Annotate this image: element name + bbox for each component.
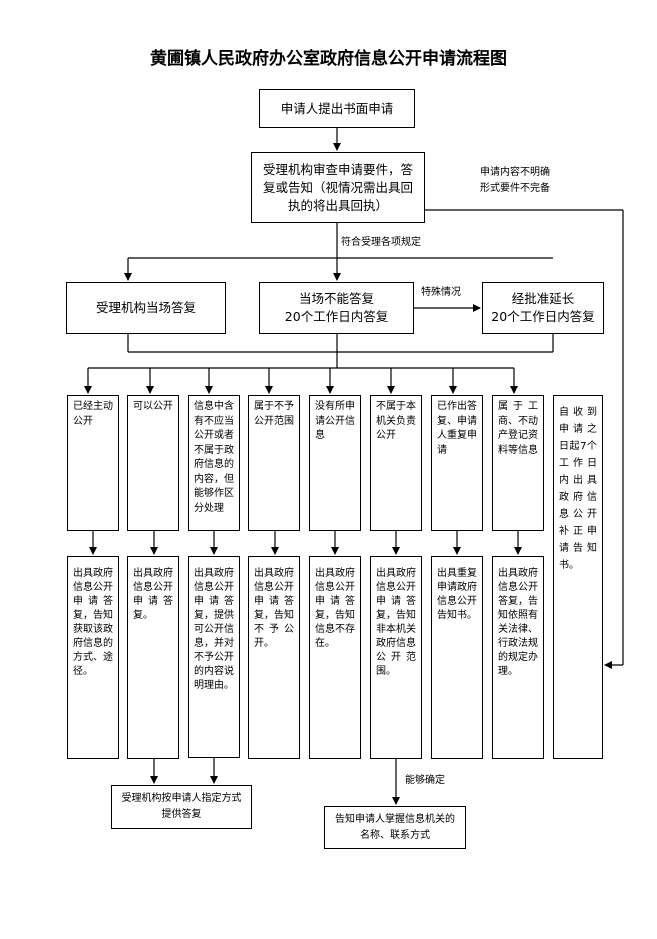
- category-result-text: 出具政府信息公开申请答复。: [133, 568, 173, 621]
- category-type-text: 已作出答复、申请人重复申请: [437, 401, 477, 456]
- provide-reply-box: 受理机构按申请人指定方式提供答复: [111, 785, 252, 829]
- unclear-label-line2: 形式要件不完备: [480, 183, 550, 194]
- inform-agency-text: 告知申请人掌握信息机关的名称、联系方式: [335, 813, 455, 841]
- category-result-text: 出具政府信息公开申请答复，告知非本机关政府信息公开范围。: [376, 568, 416, 677]
- category-type-text: 不属于本机关负责公开: [376, 401, 416, 441]
- category-type-4: 属于不予公开范围: [248, 395, 300, 531]
- not-onsite-box: 当场不能答复 20个工作日内答复: [259, 282, 414, 334]
- correction-notice-text: 自收到申请之日起7个工作日内出具政府信息公开补正申请告知书。: [559, 407, 597, 571]
- onsite-reply-text: 受理机构当场答复: [95, 300, 196, 315]
- extension-box: 经批准延长 20个工作日内答复: [482, 282, 604, 334]
- extension-line1: 经批准延长: [511, 291, 575, 306]
- not-onsite-line1: 当场不能答复: [298, 291, 374, 306]
- category-result-text: 出具重复申请政府信息公开告知书。: [437, 568, 477, 621]
- category-result-7: 出具重复申请政府信息公开告知书。: [431, 556, 483, 759]
- category-type-text: 属于不予公开范围: [254, 401, 294, 427]
- category-type-text: 已经主动公开: [73, 401, 113, 427]
- page-title: 黄圃镇人民政府办公室政府信息公开申请流程图: [150, 49, 507, 69]
- category-type-text: 没有所申请公开信息: [315, 401, 355, 441]
- category-type-text: 属于工商、不动产登记资料等信息: [498, 401, 538, 456]
- category-result-1: 出具政府信息公开申请答复，告知获取该政府信息的方式、途径。: [67, 556, 119, 759]
- category-result-3: 出具政府信息公开申请答复，提供可公开信息，并对不予公开的内容说明理由。: [188, 556, 240, 758]
- category-result-6: 出具政府信息公开申请答复，告知非本机关政府信息公开范围。: [370, 556, 422, 759]
- category-type-6: 不属于本机关负责公开: [370, 395, 422, 531]
- onsite-reply-box: 受理机构当场答复: [66, 282, 226, 334]
- category-type-2: 可以公开: [127, 395, 179, 531]
- meets-requirements-label: 符合受理各项规定: [341, 237, 421, 248]
- submit-request-box: 申请人提出书面申请: [259, 89, 415, 128]
- special-case-label: 特殊情况: [421, 287, 461, 298]
- category-result-2: 出具政府信息公开申请答复。: [127, 556, 179, 759]
- category-type-7: 已作出答复、申请人重复申请: [431, 395, 483, 531]
- submit-request-text: 申请人提出书面申请: [280, 100, 394, 116]
- unclear-label-line1: 申请内容不明确: [480, 167, 550, 178]
- category-type-text: 可以公开: [133, 401, 173, 412]
- review-text: 受理机构审查申请要件，答复或告知（视情况需出具回执的将出具回执）: [262, 161, 413, 213]
- category-type-1: 已经主动公开: [67, 395, 119, 531]
- category-result-text: 出具政府信息公开答复，告知依照有关法律、行政法规的规定办理。: [498, 568, 538, 677]
- review-box: 受理机构审查申请要件，答复或告知（视情况需出具回执的将出具回执）: [251, 152, 425, 223]
- inform-agency-box: 告知申请人掌握信息机关的名称、联系方式: [324, 806, 466, 849]
- category-result-text: 出具政府信息公开申请答复，告知信息不存在。: [315, 568, 355, 649]
- correction-notice-box: 自收到申请之日起7个工作日内出具政府信息公开补正申请告知书。: [553, 395, 603, 759]
- category-result-text: 出具政府信息公开申请答复，提供可公开信息，并对不予公开的内容说明理由。: [194, 568, 234, 691]
- category-result-text: 出具政府信息公开申请答复，告知不予公开。: [254, 568, 294, 649]
- can-confirm-label: 能够确定: [405, 775, 445, 786]
- category-result-4: 出具政府信息公开申请答复，告知不予公开。: [248, 556, 300, 759]
- category-type-text: 信息中含有不应当公开或者不属于政府信息的内容，但能够作区分处理: [194, 401, 234, 514]
- category-result-text: 出具政府信息公开申请答复，告知获取该政府信息的方式、途径。: [73, 568, 113, 677]
- not-onsite-line2: 20个工作日内答复: [284, 309, 389, 324]
- category-type-3: 信息中含有不应当公开或者不属于政府信息的内容，但能够作区分处理: [188, 395, 240, 531]
- provide-reply-text: 受理机构按申请人指定方式提供答复: [121, 793, 242, 820]
- category-result-5: 出具政府信息公开申请答复，告知信息不存在。: [309, 556, 361, 759]
- category-type-8: 属于工商、不动产登记资料等信息: [492, 395, 544, 531]
- category-result-8: 出具政府信息公开答复，告知依照有关法律、行政法规的规定办理。: [492, 556, 544, 759]
- extension-line2: 20个工作日内答复: [491, 309, 595, 324]
- category-type-5: 没有所申请公开信息: [309, 395, 361, 531]
